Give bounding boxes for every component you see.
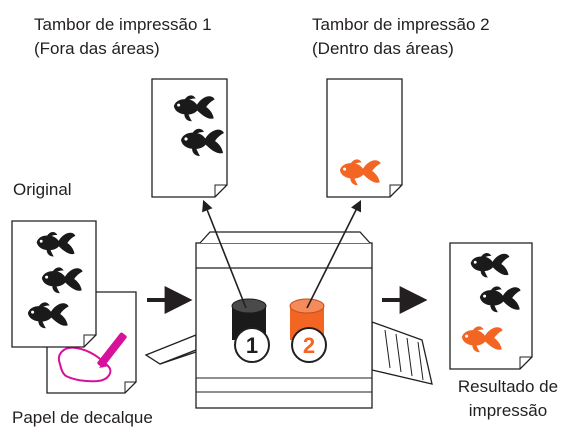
drum1-paper <box>151 78 228 198</box>
drum1-number: 1 <box>246 333 258 358</box>
drum1-subtitle: (Fora das áreas) <box>34 39 160 58</box>
drum2-number: 2 <box>303 333 315 358</box>
original-paper <box>11 220 97 348</box>
arrow-icon <box>202 199 247 309</box>
drum1: 1 <box>231 298 270 363</box>
drum1-title: Tambor de impressão 1 <box>34 15 212 34</box>
result-label-line1: Resultado de <box>457 377 559 396</box>
tracing-paper-label: Papel de decalque <box>12 408 153 427</box>
result-paper <box>449 242 533 370</box>
result-label-line2: impressão <box>468 401 548 420</box>
drum2: 2 <box>289 298 327 363</box>
marker-icon <box>97 332 127 368</box>
drum2-title: Tambor de impressão 2 <box>312 15 490 34</box>
drum2-paper <box>326 78 403 198</box>
original-label: Original <box>13 180 72 199</box>
drum2-subtitle: (Dentro das áreas) <box>312 39 454 58</box>
arrow-icon <box>306 199 362 309</box>
printer-icon <box>144 231 433 409</box>
